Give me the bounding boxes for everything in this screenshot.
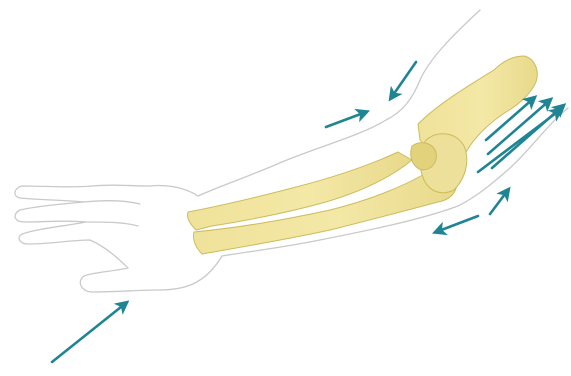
arrow-icon: [436, 216, 478, 232]
arm-outline: [15, 10, 568, 292]
arm-bones: [187, 56, 537, 254]
finger-crease-1: [84, 201, 140, 204]
arrow-icon: [326, 112, 366, 127]
arrow-icon: [391, 62, 416, 98]
finger-crease-2: [86, 222, 138, 226]
arrow-icon: [52, 303, 126, 362]
elbow-joint-shade: [411, 143, 437, 170]
arrow-icon: [490, 190, 508, 214]
